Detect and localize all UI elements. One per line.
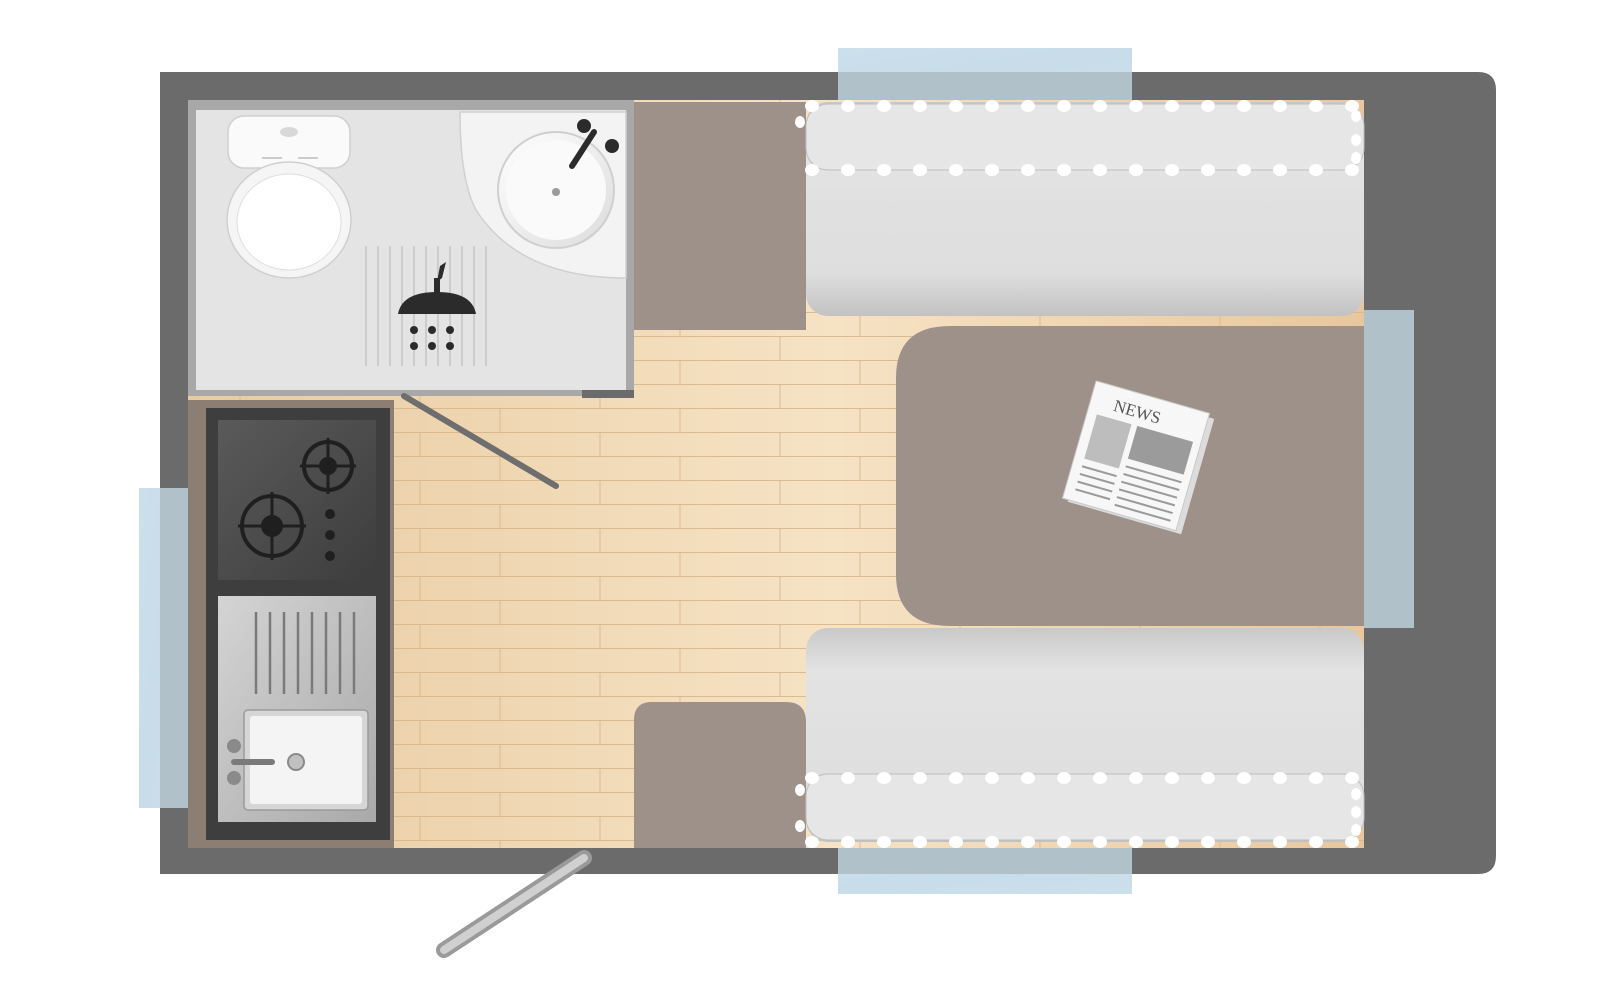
stitch-dot (1345, 836, 1359, 848)
stitch-dot (949, 164, 963, 176)
stitch-dot (1057, 772, 1071, 784)
stitch-dot (1237, 772, 1251, 784)
washbasin-icon (459, 111, 627, 279)
stitch-dot (1351, 134, 1361, 146)
stitch-dot (1165, 836, 1179, 848)
stitch-dot (1093, 164, 1107, 176)
stitch-dot (1309, 836, 1323, 848)
stitch-dot (1351, 806, 1361, 818)
stitch-dot (1309, 100, 1323, 112)
stitch-dot (1165, 772, 1179, 784)
toilet-icon (226, 115, 352, 279)
bench-seat-bottom (805, 628, 1365, 842)
stitch-dot (985, 100, 999, 112)
stitch-dot (841, 772, 855, 784)
stitch-dot (913, 100, 927, 112)
stitch-dot (877, 836, 891, 848)
gas-hob-icon (218, 420, 376, 580)
newspaper-icon: NEWS (1061, 380, 1215, 535)
storage-cabinet (634, 702, 806, 848)
stitch-dot (1201, 836, 1215, 848)
stitch-dot (795, 820, 805, 832)
stitch-dot (1093, 100, 1107, 112)
stitch-dot (1345, 100, 1359, 112)
stitch-dot (1273, 772, 1287, 784)
stitch-dot (1057, 100, 1071, 112)
bathroom-door[interactable] (401, 393, 559, 489)
stitch-dot (841, 100, 855, 112)
bathroom-door-jamb (582, 390, 634, 398)
stitch-dot (1201, 164, 1215, 176)
stitch-dot (1129, 164, 1143, 176)
stitch-dot (949, 100, 963, 112)
window-left-glass (139, 488, 189, 808)
stitch-dot (1093, 836, 1107, 848)
stitch-dot (1129, 100, 1143, 112)
stitch-dot (805, 100, 819, 112)
stitch-dot (877, 772, 891, 784)
stitch-dot (1309, 164, 1323, 176)
stitch-dot (1309, 772, 1323, 784)
stitch-dot (1021, 164, 1035, 176)
door-icon[interactable] (436, 850, 592, 958)
window-right-glass (1362, 310, 1414, 628)
stitch-dot (1201, 100, 1215, 112)
stitch-dot (1351, 110, 1361, 122)
stitch-dot (1273, 164, 1287, 176)
stitch-dot (805, 772, 819, 784)
stitch-dot (1021, 100, 1035, 112)
shell-bottom-left (160, 848, 390, 874)
stitch-dot (913, 836, 927, 848)
stitch-dot (985, 772, 999, 784)
stitch-dot (1093, 772, 1107, 784)
stitch-dot (1165, 100, 1179, 112)
cushion-stitching (795, 100, 1361, 848)
stitch-dot (795, 116, 805, 128)
stitch-dot (1057, 836, 1071, 848)
kitchen-sink-icon (218, 596, 376, 822)
stitch-dot (1345, 164, 1359, 176)
stitch-dot (795, 784, 805, 796)
stitch-dot (949, 836, 963, 848)
bench-seat-top (805, 102, 1365, 316)
stitch-dot (841, 164, 855, 176)
window-top-glass (838, 48, 1132, 102)
stitch-dot (805, 836, 819, 848)
wardrobe-cabinet (634, 102, 806, 330)
stitch-dot (841, 836, 855, 848)
stitch-dot (985, 164, 999, 176)
stitch-dot (1021, 772, 1035, 784)
stitch-dot (1351, 788, 1361, 800)
stitch-dot (1237, 836, 1251, 848)
stitch-dot (1351, 152, 1361, 164)
shower-icon (398, 262, 476, 350)
stitch-dot (913, 164, 927, 176)
stitch-dot (1129, 836, 1143, 848)
stitch-dot (1129, 772, 1143, 784)
stitch-dot (1345, 772, 1359, 784)
stitch-dot (1351, 824, 1361, 836)
stitch-dot (1273, 100, 1287, 112)
stitch-dot (877, 164, 891, 176)
stitch-dot (1237, 164, 1251, 176)
stitch-dot (1165, 164, 1179, 176)
stitch-dot (1201, 772, 1215, 784)
window-bottom-glass (838, 842, 1132, 894)
stitch-dot (913, 772, 927, 784)
stitch-dot (1273, 836, 1287, 848)
stitch-dot (985, 836, 999, 848)
stitch-dot (949, 772, 963, 784)
stitch-dot (805, 164, 819, 176)
stitch-dot (1021, 836, 1035, 848)
stitch-dot (1057, 164, 1071, 176)
stitch-dot (1237, 100, 1251, 112)
stitch-dot (877, 100, 891, 112)
